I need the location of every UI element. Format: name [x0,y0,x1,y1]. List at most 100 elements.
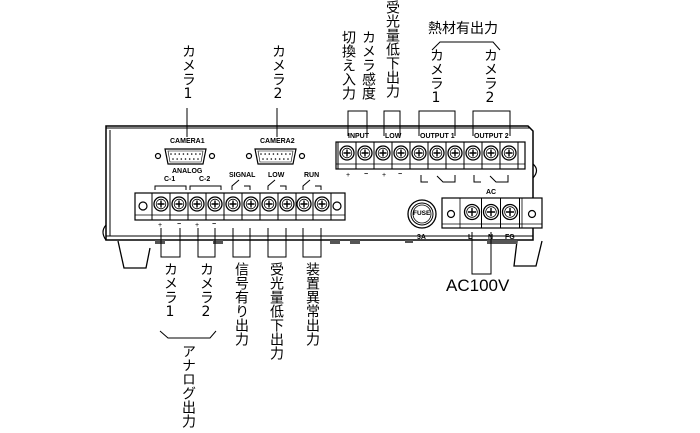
dsub-pin [268,153,271,155]
label-fuse: FUSE [413,210,431,217]
terminal-screw [314,196,330,212]
label-input: INPUT [348,133,369,140]
terminal-screw [189,196,205,212]
dsub-pin [260,153,262,155]
callout-hot-camera1: カメラ1 [428,48,444,106]
dsub-pin [276,153,279,155]
dsub-pin [195,153,197,155]
label-output1: OUTPUT 1 [420,133,455,140]
callout-device-error-output: 装置異常出力 [304,262,320,346]
callout-signal-output: 信号有り出力 [233,262,249,346]
dsub-pin [170,153,172,155]
callout-ac-power: AC100V [446,276,510,295]
polarity-c1-plus: + [158,222,163,229]
dsub-pin [270,158,273,160]
label-n: N [488,234,494,241]
feet [117,240,543,269]
terminal-screw [171,196,187,212]
dsub-pin [283,158,285,160]
terminal-screw [375,145,391,161]
dsub-pin [199,153,201,155]
top-leader-lines [186,41,511,137]
label-c2: C-2 [199,176,211,183]
dsub-pin [274,158,277,160]
dsub-pin [280,153,283,155]
dsub-pin [278,158,281,160]
label-c1: C-1 [164,176,176,183]
camera1-connector [154,148,216,165]
polarity-low-plus: + [382,172,387,179]
polarity-c2-plus: + [195,222,200,229]
terminal-screw [447,145,463,161]
callout-camera2: カメラ2 [270,44,286,102]
label-output2: OUTPUT 2 [474,133,509,140]
dsub-pin [266,158,268,160]
dsub-pin [182,153,185,155]
terminal-screw [501,145,517,161]
terminal-screw [261,196,277,212]
control-terminal-screws [337,142,519,169]
dsub-pin [285,153,287,155]
dsub-pin [180,158,183,160]
dsub-pin [193,158,195,160]
bottom-leader-lines [159,228,492,339]
callout-analog-output: アナログ出力 [180,344,196,428]
top-bracket-marks [420,175,509,183]
terminal-screw [225,196,241,212]
callout-hot-material-output: 熱材有出力 [428,21,498,37]
dsub-pin [289,153,291,155]
callout-hot-camera2: カメラ2 [482,48,498,106]
label-low-top: LOW [385,133,402,140]
label-camera2: CAMERA2 [260,138,295,145]
ac-terminal-screw [501,203,519,221]
polarity-low-minus: − [398,171,403,178]
terminal-screw [296,196,312,212]
terminal-screw [339,145,355,161]
ac-terminal-screw [482,203,500,221]
callout-camera1: カメラ1 [180,44,196,102]
terminal-screw [207,196,223,212]
dsub-pin [174,153,176,155]
terminal-screw [357,145,373,161]
callout-analog-camera2: カメラ2 [198,262,214,320]
polarity-input-plus: + [346,172,351,179]
dsub-pin [178,153,181,155]
dsub-pins [170,153,291,160]
polarity-c2-minus: − [212,221,217,228]
bottom-bracket-marks [154,179,322,190]
dsub-pin [176,158,178,160]
terminal-screw [465,145,481,161]
label-fuse-rating: 3A [417,234,426,241]
callout-switch-input: 切換え入力 [340,30,356,100]
label-low: LOW [268,172,285,179]
callout-camera-sensitivity: カメラ感度 [360,30,376,100]
label-ac: AC [486,189,497,196]
dsub-pin [188,158,191,160]
label-analog: ANALOG [172,168,203,175]
dsub-pin [262,158,264,160]
ac-terminal-screws [463,198,520,228]
callout-low-light-output-bottom: 受光量低下出力 [268,262,284,360]
polarity-input-minus: − [364,171,369,178]
dsub-pin [184,158,187,160]
fuse-holder [407,199,437,229]
terminal-screw [483,145,499,161]
callout-analog-camera1: カメラ1 [162,262,178,320]
dsub-pin [197,158,199,160]
terminal-screw [279,196,295,212]
dsub-pin [287,158,289,160]
label-signal: SIGNAL [229,172,256,179]
dsub-pin [190,153,193,155]
terminal-screw [153,196,169,212]
dsub-pin [186,153,189,155]
label-run: RUN [304,172,320,179]
dsub-pin [264,153,266,155]
dsub-pin [172,158,174,160]
terminal-screw [429,145,445,161]
label-fg: FG [505,234,515,241]
terminal-screw [411,145,427,161]
polarity-c1-minus: − [177,221,182,228]
dsub-pin [272,153,275,155]
ac-terminal-screw [463,203,481,221]
